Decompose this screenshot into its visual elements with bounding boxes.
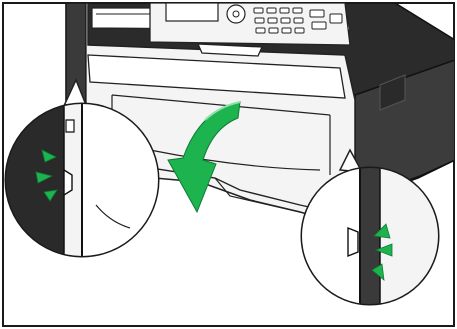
lcd-display [166, 3, 218, 21]
control-panel [150, 3, 350, 45]
